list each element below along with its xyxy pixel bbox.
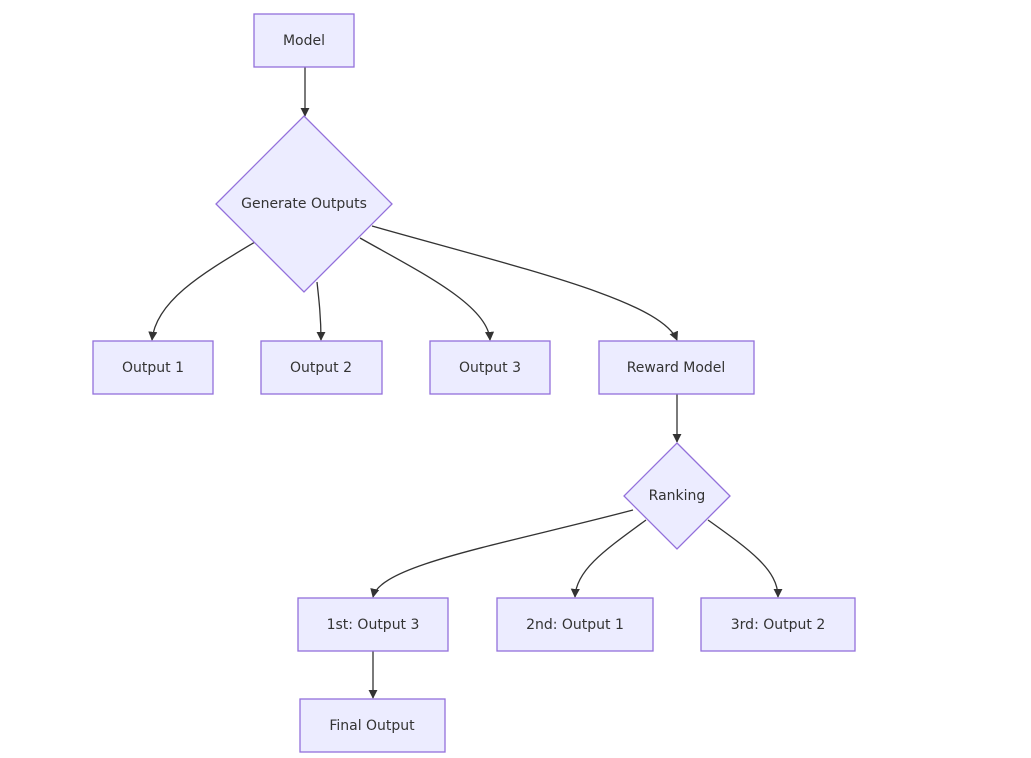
node-ranking[interactable]: Ranking: [623, 442, 731, 550]
edge-generate-to-reward: [371, 225, 678, 341]
edge-ranking-to-second: [570, 519, 647, 598]
node-final-output[interactable]: Final Output: [299, 698, 446, 753]
edge-ranking-to-third: [707, 519, 783, 598]
node-first-output-3-label: 1st: Output 3: [327, 617, 420, 633]
node-ranking-label: Ranking: [649, 488, 706, 504]
node-model-label: Model: [283, 33, 325, 49]
node-output-1[interactable]: Output 1: [92, 340, 214, 395]
node-generate-outputs[interactable]: Generate Outputs: [215, 115, 393, 293]
node-output-3[interactable]: Output 3: [429, 340, 551, 395]
node-output-2-label: Output 2: [290, 360, 352, 376]
node-final-output-label: Final Output: [329, 718, 415, 734]
edge-generate-to-output1: [148, 241, 256, 341]
node-second-output-1[interactable]: 2nd: Output 1: [496, 597, 654, 652]
node-output-3-label: Output 3: [459, 360, 521, 376]
node-output-1-label: Output 1: [122, 360, 184, 376]
node-second-output-1-label: 2nd: Output 1: [526, 617, 624, 633]
node-third-output-2[interactable]: 3rd: Output 2: [700, 597, 856, 652]
node-model[interactable]: Model: [253, 13, 355, 68]
edges: [148, 67, 783, 699]
node-reward-model-label: Reward Model: [627, 360, 726, 376]
node-first-output-3[interactable]: 1st: Output 3: [297, 597, 449, 652]
node-output-2[interactable]: Output 2: [260, 340, 383, 395]
edge-generate-to-output3: [359, 237, 495, 341]
edge-ranking-to-first: [370, 509, 634, 598]
node-generate-outputs-label: Generate Outputs: [241, 196, 367, 212]
node-reward-model[interactable]: Reward Model: [598, 340, 755, 395]
edge-generate-to-output2: [316, 281, 326, 341]
node-third-output-2-label: 3rd: Output 2: [731, 617, 825, 633]
